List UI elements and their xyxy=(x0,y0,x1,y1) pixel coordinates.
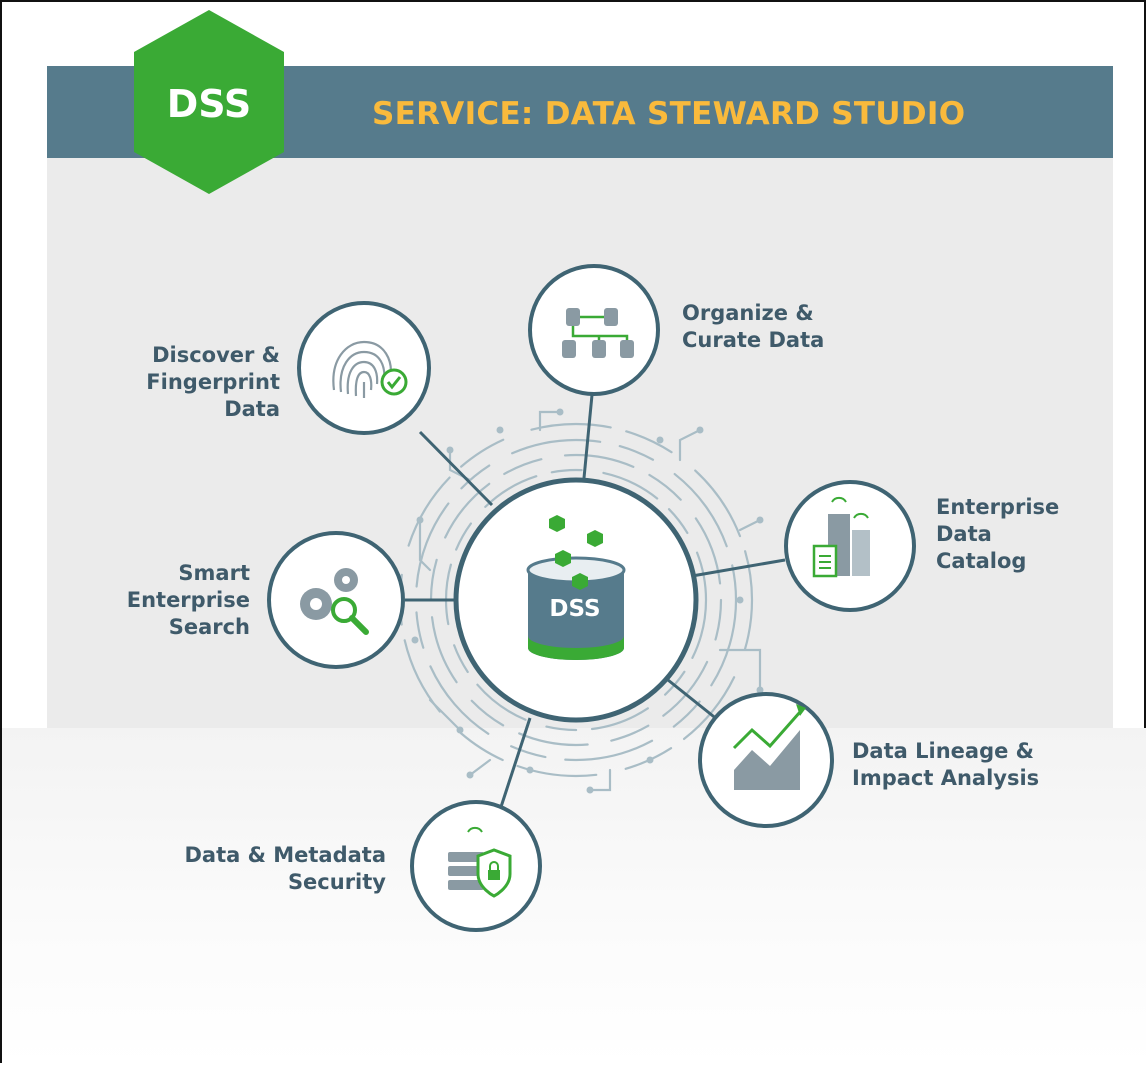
dss-hexagon-badge xyxy=(134,10,284,194)
label-smart-search: Smart Enterprise Search xyxy=(126,561,250,639)
badge-label: DSS xyxy=(166,82,252,126)
fingerprint-icon xyxy=(332,340,408,398)
banner-title: SERVICE: DATA STEWARD STUDIO xyxy=(372,96,966,132)
bottom-fade xyxy=(2,728,1146,1065)
center-hub xyxy=(453,477,699,723)
label-organize-curate: Organize & Curate Data xyxy=(682,301,825,352)
connector-lines xyxy=(405,394,786,811)
server-shield-icon xyxy=(448,826,512,898)
buildings-catalog-icon xyxy=(812,496,870,578)
label-enterprise-catalog: Enterprise Data Catalog xyxy=(936,495,1060,573)
gears-search-icon xyxy=(300,568,369,635)
label-data-security: Data & Metadata Security xyxy=(184,843,386,894)
label-discover-fingerprint: Discover & Fingerprint Data xyxy=(146,343,280,421)
database-network-icon xyxy=(562,308,634,358)
center-hub-label: DSS xyxy=(549,596,601,622)
label-data-lineage: Data Lineage & Impact Analysis xyxy=(852,739,1040,790)
lineage-chart-icon xyxy=(732,704,806,790)
